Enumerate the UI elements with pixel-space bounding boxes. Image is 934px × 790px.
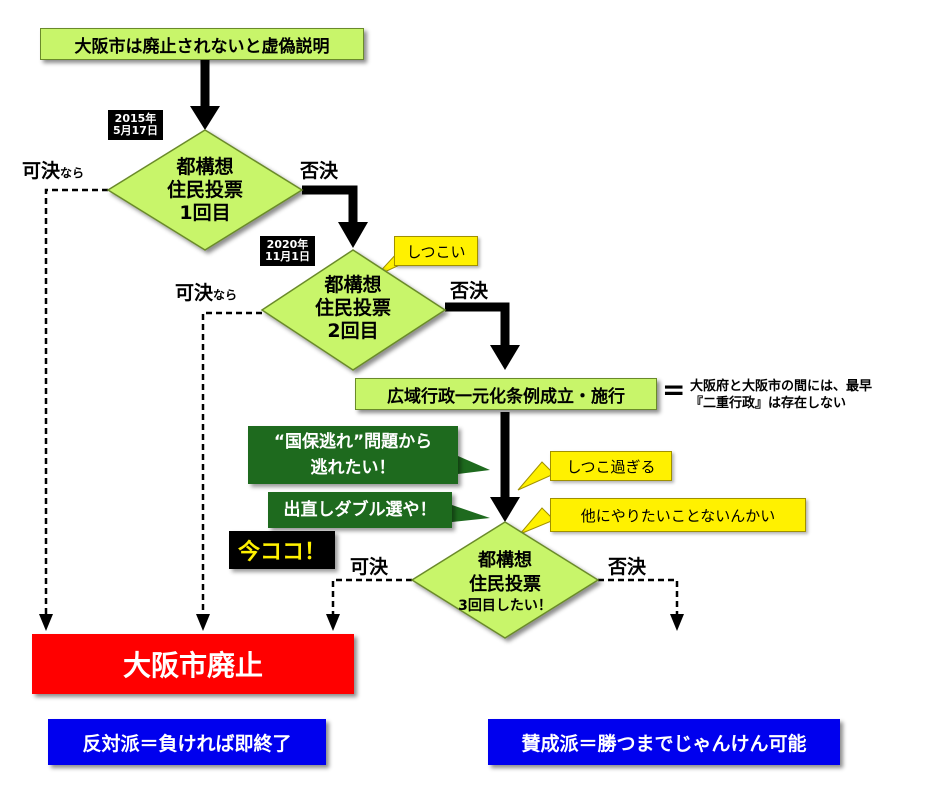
- vote3-label-line2: 住民投票: [469, 574, 541, 595]
- ordinance-note: 大阪府と大阪市の間には、最早 『二重行政』は存在しない: [690, 379, 873, 411]
- vote3-approve-label: 可決: [350, 556, 389, 578]
- callout-tail-kokuho: [458, 456, 490, 474]
- start-box: 大阪市は廃止されないと虚偽説明: [40, 28, 364, 60]
- dashed-vote3-reject: [598, 578, 679, 615]
- vote1-label: 都構想 住民投票 1回目: [166, 156, 243, 224]
- arrow-vote1-reject: [302, 185, 358, 225]
- vote1-date: 2015年 5月17日: [108, 110, 163, 140]
- vote2-approve-suffix: なら: [213, 288, 238, 302]
- ordinance-box: 広域行政一元化条例成立・施行: [355, 378, 657, 410]
- vote1-approve-suffix: なら: [60, 166, 85, 180]
- vote3-label-line1: 都構想: [478, 550, 532, 571]
- now-here-badge: 今ココ！: [229, 531, 335, 569]
- vote3-reject-label: 否決: [608, 556, 647, 578]
- footer-supporters: 賛成派＝勝つまでじゃんけん可能: [488, 719, 840, 765]
- callout-kokuho-nogare: “国保逃れ”問題から 逃れたい！: [248, 426, 458, 484]
- callout-shitsukoi: しつこい: [394, 236, 478, 266]
- footer-opponents: 反対派＝負ければ即終了: [48, 719, 326, 765]
- arrowhead-dashed-3: [326, 614, 340, 631]
- decision-diamond-vote1: [106, 129, 304, 251]
- dashed-vote2-approve: [201, 311, 262, 615]
- equals-sign: =: [662, 373, 686, 406]
- arrowhead-vote2: [338, 222, 368, 248]
- vote2-approve-text: 可決: [175, 282, 214, 304]
- arrowhead-dashed-4: [670, 614, 684, 631]
- dashed-vote3-approve: [331, 578, 412, 615]
- vote2-date: 2020年 11月1日: [260, 236, 315, 266]
- callout-tail-shitsuko-sugiru: [517, 461, 555, 491]
- callout-hoka-ni-yaritai: 他にやりたいことないんかい: [550, 498, 806, 532]
- arrowhead-vote1: [190, 106, 220, 130]
- callout-shitsuko-sugiru: しつこ過ぎる: [550, 451, 672, 481]
- arrow-vote2-reject: [445, 302, 510, 348]
- vote1-reject-label: 否決: [300, 160, 339, 182]
- arrowhead-vote3: [490, 497, 520, 522]
- vote3-label-line3: 3回目したい！: [458, 598, 552, 614]
- callout-double-election: 出直しダブル選や！: [268, 492, 452, 528]
- arrowhead-ordinance: [490, 345, 520, 370]
- vote1-approve-label: 可決なら: [22, 156, 84, 183]
- vote2-approve-label: 可決なら: [175, 278, 237, 305]
- arrowhead-dashed-1: [39, 614, 53, 631]
- abolition-box: 大阪市廃止: [32, 634, 354, 694]
- vote2-reject-label: 否決: [450, 280, 489, 302]
- callout-tail-hoka-ni: [519, 507, 555, 535]
- arrowhead-dashed-2: [196, 614, 210, 631]
- vote1-approve-text: 可決: [22, 160, 61, 182]
- vote2-label: 都構想 住民投票 2回目: [314, 274, 391, 342]
- dashed-vote1-approve: [44, 188, 108, 615]
- callout-tail-double: [452, 505, 490, 522]
- decision-diamond-vote2: [260, 249, 447, 371]
- decision-diamond-vote3: [410, 521, 600, 639]
